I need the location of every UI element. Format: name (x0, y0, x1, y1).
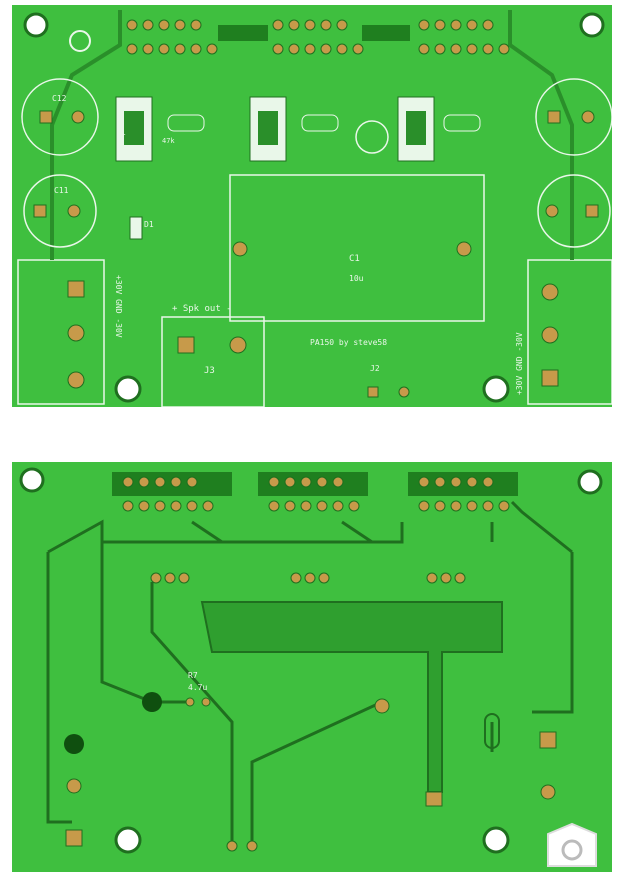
r1-label: R1 (116, 128, 126, 137)
j3-label: J3 (204, 366, 215, 376)
capacitor-top-right-outline (535, 78, 612, 156)
power-connector-frame-left (17, 259, 105, 405)
bottom-traces (46, 500, 574, 842)
c12-label: C11 (54, 186, 69, 195)
capacitor-c12-outline (21, 78, 99, 156)
speaker-connector-frame (161, 316, 265, 407)
resistor-value-label: 47k (162, 137, 175, 145)
pcb-bottom-side: R7 4.7u (12, 462, 612, 872)
mounting-holes-bottom (19, 467, 603, 854)
speaker-out-label: + Spk out - (172, 304, 232, 314)
c11-label: C12 (52, 94, 67, 103)
r7-label: R7 (188, 671, 198, 680)
pcb-top-side: + Spk out - C1 10u J3 J2 PA150 by steve5… (12, 5, 612, 407)
pcb-bottom-graphics: R7 4.7u (19, 467, 603, 867)
power-connector-frame-right (527, 259, 612, 405)
capacitor-mid-right-outline (537, 174, 611, 248)
header-pins (126, 19, 510, 55)
slot-pad (484, 713, 500, 749)
copper-block-left (218, 25, 268, 41)
driver-modules (115, 96, 481, 240)
transistor-outline (355, 120, 389, 154)
c1-label: C1 (349, 254, 360, 264)
j2-label: J2 (370, 364, 380, 373)
recycle-logo-icon (69, 30, 91, 52)
copper-block-right (362, 25, 410, 41)
r7-value-label: 4.7u (188, 683, 207, 692)
c1-capacitor-outline (229, 174, 485, 322)
trace-right-rail (508, 10, 574, 260)
c1-value-label: 10u (349, 274, 364, 283)
pad-group-top (33, 110, 599, 398)
ebay-camera-logo-icon (547, 822, 597, 867)
pcb-top-graphics: + Spk out - C1 10u J3 J2 PA150 by steve5… (17, 10, 612, 407)
pad-group-bottom (65, 476, 557, 852)
large-via-pad-left (64, 734, 84, 754)
capacitor-c11-outline (23, 174, 97, 248)
large-via-pad (142, 692, 162, 712)
supply-label-right: +30V GND -30V (515, 332, 524, 395)
d1-label: D1 (144, 220, 154, 229)
credit-label: PA150 by steve58 (310, 338, 387, 347)
trace-left-rail (50, 10, 122, 260)
mounting-holes-top (23, 12, 605, 403)
supply-label-left: +30V GND -30V (114, 275, 123, 338)
copper-plane-main (200, 601, 503, 793)
